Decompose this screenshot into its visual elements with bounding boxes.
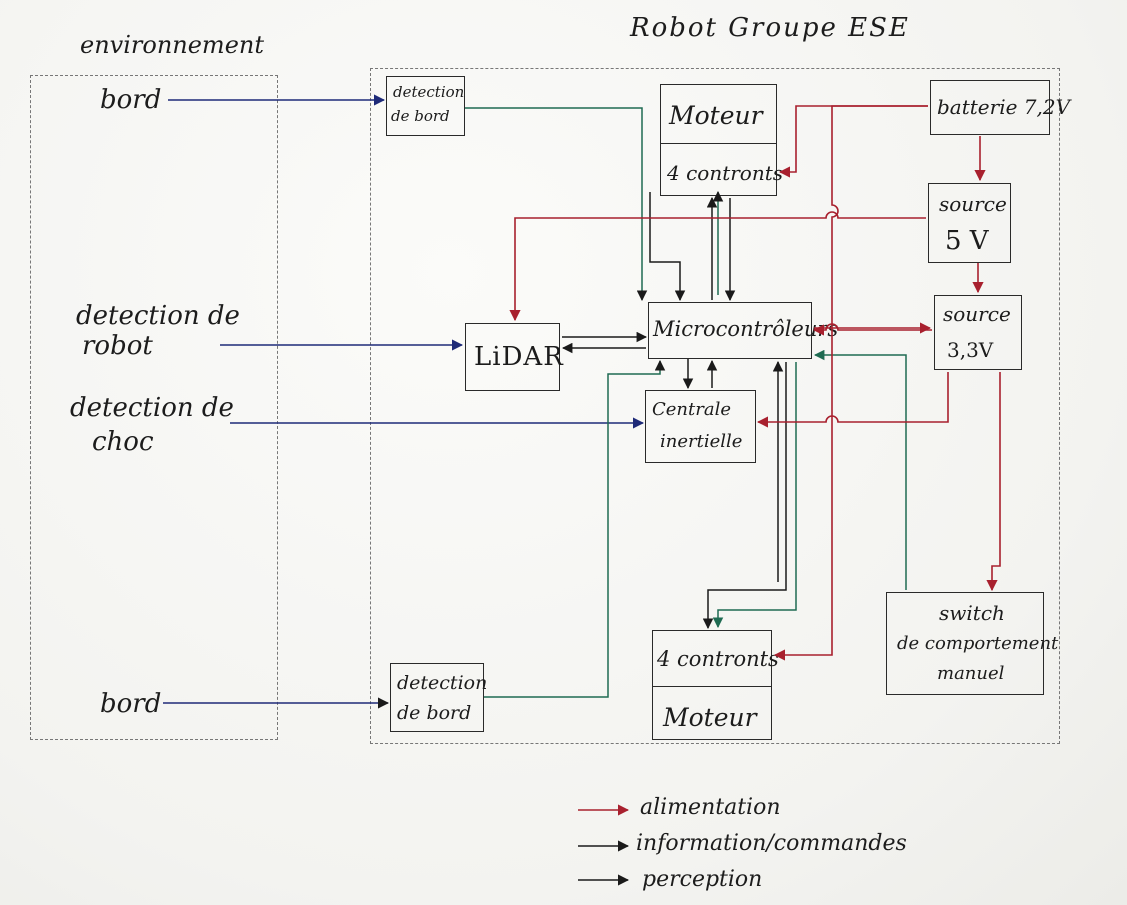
edge-detection-block-top: detection de bord — [386, 76, 465, 136]
edge-detection-bottom-line1: detection — [397, 672, 488, 694]
battery-label: batterie 7,2V — [937, 95, 1071, 119]
wire-motor-top-feedback — [649, 192, 686, 302]
input-detection-choc-line2: choc — [92, 427, 154, 457]
microcontroller-label: Microcontrôleurs — [653, 317, 839, 341]
source-3v3-line1: source — [943, 302, 1011, 326]
wire-source5-to-lidar — [509, 211, 926, 322]
wire-mcu-to-motor-bottom — [702, 362, 787, 630]
wire-battery-to-motor-top — [778, 105, 928, 178]
lidar-block: LiDAR — [465, 323, 563, 391]
input-detection-robot-line1: detection de — [76, 301, 240, 331]
motor-bottom-driver: 4 contronts — [657, 647, 779, 671]
wire-source3v3-to-switch — [986, 372, 1001, 592]
source-3v3-block: source 3,3V — [934, 295, 1022, 370]
edge-detection-top-line2: de bord — [391, 107, 450, 125]
edge-detection-top-line1: detection — [393, 83, 465, 101]
control-wires — [561, 192, 787, 630]
switch-line1: switch — [939, 601, 1005, 625]
wire-battery-to-motor-bottom — [773, 105, 928, 661]
switch-line2: de comportement — [897, 633, 1059, 654]
imu-line1: Centrale — [652, 399, 731, 420]
imu-block: Centrale inertielle — [645, 390, 756, 463]
power-wires — [509, 105, 1001, 661]
wire-mcu-to-motor-bottom-green — [712, 362, 797, 629]
input-detection-choc-line1: detection de — [70, 393, 234, 423]
motor-bottom-name: Moteur — [663, 703, 757, 732]
legend-label-perception: perception — [642, 867, 763, 892]
lidar-label: LiDAR — [474, 342, 564, 372]
robot-frame — [370, 68, 1060, 744]
microcontroller-block: Microcontrôleurs — [648, 302, 838, 359]
edge-detection-bottom-line2: de bord — [397, 702, 472, 724]
battery-block: batterie 7,2V — [930, 80, 1070, 135]
source-5v-line1: source — [939, 192, 1007, 216]
legend-label-power: alimentation — [640, 795, 781, 820]
motor-top-name: Moteur — [669, 101, 763, 130]
source-3v3-line2: 3,3V — [947, 338, 994, 362]
wire-source3v3-to-mcu — [812, 323, 932, 336]
wire-edge-bottom-to-mcu — [484, 359, 666, 698]
switch-line3: manuel — [937, 663, 1005, 684]
motor-block-top: Moteur 4 contronts — [660, 84, 783, 196]
perception-wires — [163, 94, 645, 709]
motor-block-bottom: 4 contronts Moteur — [652, 630, 779, 740]
input-detection-robot-line2: robot — [82, 331, 153, 361]
input-bord-bottom: bord — [100, 689, 162, 719]
input-bord-top: bord — [100, 85, 162, 115]
wire-edge-top-to-mcu — [465, 107, 648, 302]
manual-switch-block: switch de comportement manuel — [886, 592, 1058, 695]
source-5v-block: source 5 V — [928, 183, 1011, 263]
environment-label: environnement — [80, 31, 264, 59]
motor-top-driver: 4 contronts — [667, 161, 784, 185]
legend-label-control: information/commandes — [636, 831, 907, 856]
wire-switch-to-mcu — [813, 349, 907, 590]
environment-frame — [30, 75, 278, 740]
wire-source3v3-to-imu — [756, 372, 949, 428]
diagram-title: Robot Groupe ESE — [630, 13, 910, 43]
source-5v-line2: 5 V — [945, 226, 989, 256]
signal-wires — [465, 107, 907, 698]
edge-detection-block-bottom: detection de bord — [390, 663, 488, 732]
imu-line2: inertielle — [660, 431, 743, 452]
